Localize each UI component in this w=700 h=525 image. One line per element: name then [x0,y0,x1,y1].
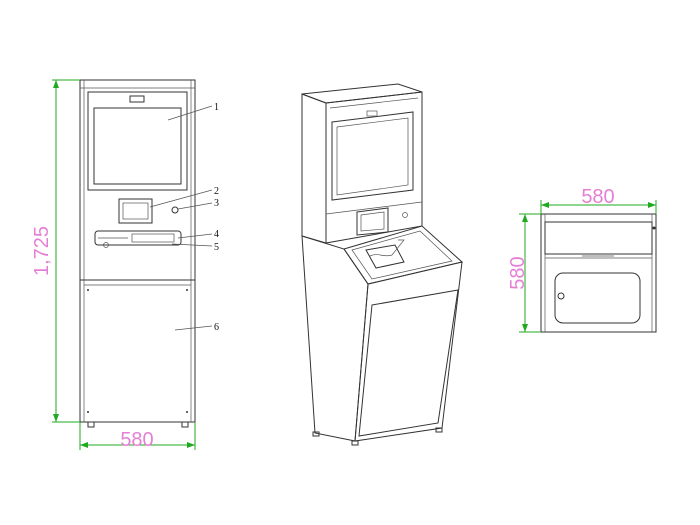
width-dimension-label: 580 [120,429,153,451]
height-dimension-label: 1,725 [31,226,53,276]
callout-6: 6 [214,322,219,333]
top-view-window [554,272,641,324]
top-view-outline [540,213,657,333]
front-outline [79,79,196,423]
front-printer [94,230,182,246]
front-foot-left [87,421,95,428]
top-depth-dimension-label: 580 [507,256,529,289]
height-dimension [52,79,80,423]
isometric-view [301,83,464,446]
top-view: 580 580 [507,186,657,333]
callout-3: 3 [214,198,219,209]
top-view-lock [557,292,565,300]
top-width-dimension [540,200,657,214]
iso-printer-tray [365,244,405,269]
callout-5: 5 [214,242,219,253]
top-depth-dimension [519,213,541,333]
front-monitor-screen [93,107,182,185]
iso-screen-bezel [331,111,414,201]
front-foot-right [181,421,189,428]
iso-upper-front [325,91,423,244]
front-keypad [118,198,153,224]
top-width-dimension-label: 580 [581,186,614,208]
iso-top [301,83,423,104]
iso-door [358,289,459,437]
iso-keypad [356,207,389,236]
top-view-upper-panel [544,221,653,255]
callout-4: 4 [214,229,219,240]
front-view: 1 2 3 4 5 6 1,725 580 [31,79,219,451]
iso-screen [336,117,409,196]
width-dimension [79,422,196,450]
front-card-slot [171,206,179,214]
callout-1: 1 [214,102,219,113]
front-monitor-bezel [87,91,188,191]
callout-2: 2 [214,186,219,197]
iso-lower-front [354,261,463,442]
callout-lines [149,105,213,331]
front-camera [129,95,145,103]
